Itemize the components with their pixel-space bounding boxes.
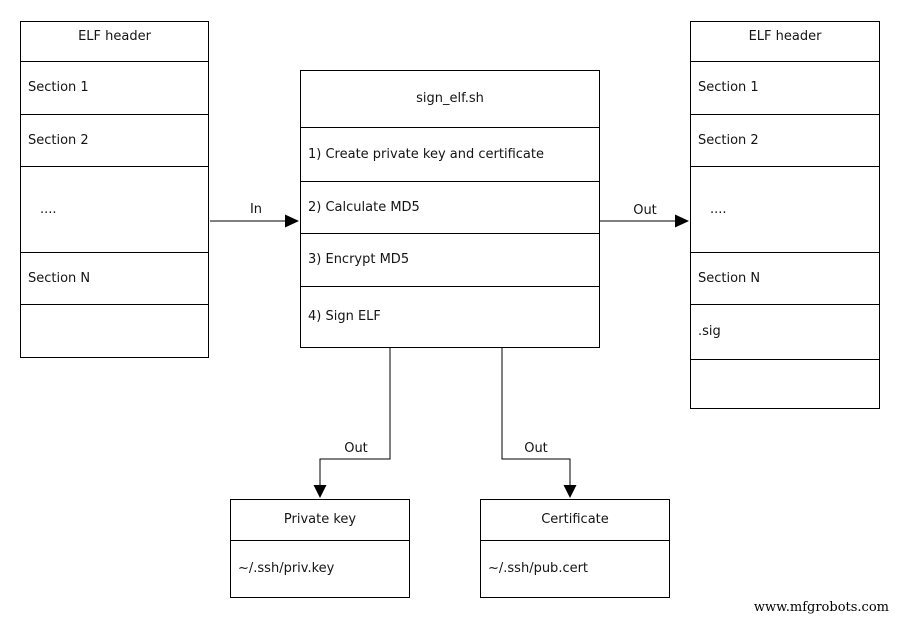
elf-input-row-section-n: Section N [21,252,208,304]
out-certificate-arrowhead-icon [563,485,577,498]
elf-input-row-empty [21,304,208,357]
elf-output-row-section-2: Section 2 [691,114,879,166]
elf-output-box: ELF header Section 1 Section 2 .... Sect… [690,21,880,409]
watermark-text: www.mfgrobots.com [753,600,889,615]
out-certificate-arrow-label: Out [521,441,551,456]
private-key-path: ~/.ssh/priv.key [231,540,409,597]
in-arrow-label: In [246,202,266,217]
elf-input-box: ELF header Section 1 Section 2 .... Sect… [20,21,209,358]
elf-output-row-empty [691,359,879,408]
script-step-3: 3) Encrypt MD5 [301,233,599,286]
script-step-1: 1) Create private key and certificate [301,127,599,181]
private-key-title: Private key [283,512,357,528]
elf-input-title: ELF header [78,29,151,44]
out-private-key-arrow-line [319,348,391,487]
sign-elf-script-box: sign_elf.sh 1) Create private key and ce… [300,70,600,348]
script-step-4: 4) Sign ELF [301,286,599,347]
out-right-arrow-label: Out [630,203,660,218]
certificate-box: Certificate ~/.ssh/pub.cert [480,499,670,598]
script-step-2: 2) Calculate MD5 [301,181,599,233]
elf-input-row-section-2: Section 2 [21,114,208,166]
elf-output-title: ELF header [748,29,822,44]
out-private-key-arrow-label: Out [341,441,371,456]
elf-output-row-ellipsis: .... [691,166,879,252]
out-certificate-arrow-line [501,348,571,487]
elf-input-row-ellipsis: .... [21,166,208,252]
elf-output-row-sig: .sig [691,304,879,359]
elf-output-row-section-1: Section 1 [691,61,879,114]
certificate-path: ~/.ssh/pub.cert [481,540,669,597]
elf-output-row-section-n: Section N [691,252,879,304]
in-arrowhead-icon [285,214,299,228]
out-right-arrowhead-icon [675,214,689,228]
private-key-box: Private key ~/.ssh/priv.key [230,499,410,598]
certificate-title: Certificate [541,512,609,528]
script-box-title: sign_elf.sh [416,91,484,107]
elf-input-row-section-1: Section 1 [21,61,208,114]
out-private-key-arrowhead-icon [313,485,327,498]
